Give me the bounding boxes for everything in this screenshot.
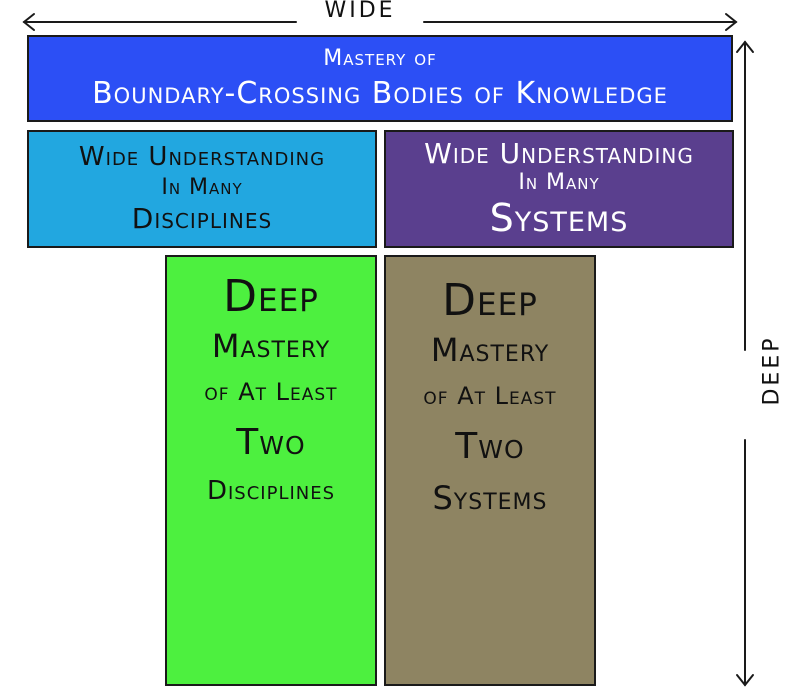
deep-disciplines-line-1: Deep <box>223 271 319 322</box>
deep-disciplines-line-2: Mastery <box>211 327 331 366</box>
wide-arrow <box>22 13 738 31</box>
wide-systems-line-1: Wide Understanding <box>424 136 694 170</box>
deep-systems-line-3: of At Least <box>423 381 557 410</box>
deep-systems-line-1: Deep <box>442 275 538 326</box>
deep-systems-line-4: Two <box>455 425 525 467</box>
top-bar-line-1: Mastery of <box>323 45 437 71</box>
boundary-crossing-mastery-bar: Mastery of Boundary-Crossing Bodies of K… <box>27 35 733 122</box>
wide-systems-line-2: In Many <box>518 170 600 196</box>
deep-systems-line-2: Mastery <box>430 331 550 370</box>
deep-disciplines-line-3: of At Least <box>204 377 338 406</box>
deep-systems-line-5: Systems <box>432 478 548 517</box>
wide-axis-label: WIDE <box>324 0 396 23</box>
deep-disciplines-line-5: Disciplines <box>206 475 336 506</box>
top-bar-line-2: Boundary-Crossing Bodies of Knowledge <box>92 76 668 112</box>
wide-disciplines-line-2: In Many <box>161 174 243 200</box>
deep-arrow <box>736 40 754 687</box>
wide-disciplines-line-3: Disciplines <box>131 201 273 235</box>
wide-systems-line-3: Systems <box>489 195 629 240</box>
wide-systems-box: Wide Understanding In Many Systems <box>384 130 734 248</box>
deep-disciplines-line-4: Two <box>236 421 306 463</box>
deep-axis-label: DEEP <box>759 335 785 406</box>
deep-systems-column: Deep Mastery of At Least Two Systems <box>384 255 596 686</box>
wide-disciplines-box: Wide Understanding In Many Disciplines <box>27 130 377 248</box>
deep-disciplines-column: Deep Mastery of At Least Two Disciplines <box>165 255 377 686</box>
wide-disciplines-line-1: Wide Understanding <box>78 142 326 173</box>
